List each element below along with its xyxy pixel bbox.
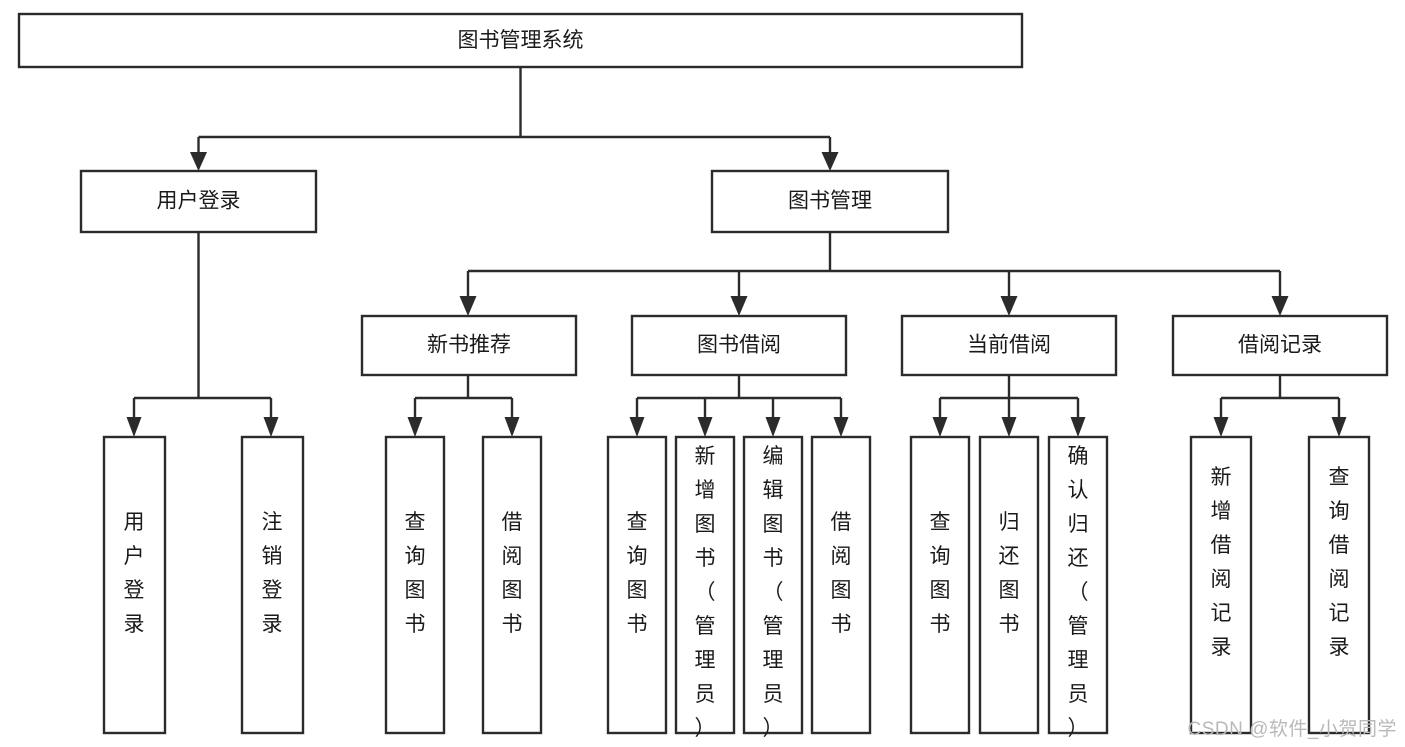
leaf-node-add-book-box[interactable] <box>674 435 736 735</box>
node-borrow-record-box[interactable] <box>1171 314 1389 377</box>
connector-group-current-borrow-leaves <box>932 375 1086 437</box>
leaf-node-query-borrow-record-label: 查询借阅记录 <box>1329 466 1350 659</box>
arrowhead-new-book <box>459 296 477 316</box>
arrowhead-newbook-leaf2 <box>504 417 520 437</box>
arrowhead-newbook-leaf1 <box>407 417 423 437</box>
node-current-borrow-box[interactable] <box>900 314 1118 377</box>
node-borrow-record[interactable]: 借阅记录 <box>1171 314 1389 377</box>
node-book-management[interactable]: 图书管理 <box>710 169 950 234</box>
node-current-borrow-label: 当前借阅 <box>967 334 1051 357</box>
arrowhead-leaf-user-login <box>126 417 142 437</box>
arrowhead-borrowrecord-leaf2 <box>1331 417 1347 437</box>
leaf-node-add-book[interactable]: 新增图书（管理员） <box>674 435 736 740</box>
connector-group-book-borrow-leaves <box>629 375 849 437</box>
leaf-node-query-book-borrow-label: 查询图书 <box>627 511 648 636</box>
leaf-node-query-book-current[interactable]: 查询图书 <box>909 435 971 735</box>
leaf-node-borrow-book[interactable]: 借阅图书 <box>810 435 872 735</box>
leaf-node-query-book-borrow-box[interactable] <box>606 435 668 735</box>
arrowhead-book-mgmt <box>821 152 839 171</box>
arrowhead-currentborrow-leaf3 <box>1070 417 1086 437</box>
leaf-node-logout-box[interactable] <box>240 435 305 735</box>
arrowhead-leaf-logout <box>263 417 279 437</box>
leaf-node-borrow-book-recommend[interactable]: 借阅图书 <box>481 435 543 735</box>
arrowhead-user-login <box>190 152 207 171</box>
leaf-node-query-book-current-box[interactable] <box>909 435 971 735</box>
node-new-book-recommend-label: 新书推荐 <box>427 334 511 357</box>
leaf-node-confirm-return-label: 确认归还（管理员） <box>1068 445 1089 740</box>
connector-group-user-login-leaves <box>126 232 279 437</box>
leaf-node-borrow-book-recommend-box[interactable] <box>481 435 543 735</box>
leaf-node-confirm-return-box[interactable] <box>1047 435 1109 735</box>
node-new-book-recommend[interactable]: 新书推荐 <box>360 314 578 377</box>
node-book-borrow-label: 图书借阅 <box>697 334 781 357</box>
node-user-login[interactable]: 用户登录 <box>79 169 318 234</box>
leaf-node-user-login-label: 用户登录 <box>124 511 145 636</box>
arrowhead-bookborrow-leaf3 <box>765 417 781 437</box>
arrowhead-bookborrow-leaf4 <box>833 417 849 437</box>
leaf-node-add-book-label: 新增图书（管理员） <box>695 445 716 740</box>
connector-group-root <box>190 67 839 171</box>
leaf-node-query-book-recommend-box[interactable] <box>384 435 446 735</box>
node-root-box[interactable] <box>17 12 1024 69</box>
node-book-management-label: 图书管理 <box>788 190 872 213</box>
leaf-node-confirm-return[interactable]: 确认归还（管理员） <box>1047 435 1109 740</box>
node-root-label: 图书管理系统 <box>458 29 584 52</box>
arrowhead-currentborrow-leaf1 <box>932 417 948 437</box>
connector-group-book-mgmt <box>459 232 1289 316</box>
leaf-node-borrow-book-label: 借阅图书 <box>831 511 852 636</box>
leaf-node-edit-book-box[interactable] <box>742 435 804 735</box>
leaf-node-return-book-box[interactable] <box>978 435 1040 735</box>
arrowhead-bookborrow-leaf1 <box>629 417 645 437</box>
node-user-login-box[interactable] <box>79 169 318 234</box>
leaf-node-edit-book[interactable]: 编辑图书（管理员） <box>742 435 804 740</box>
leaf-node-query-borrow-record-box[interactable] <box>1307 435 1371 735</box>
node-book-borrow-box[interactable] <box>630 314 848 377</box>
leaf-node-add-borrow-record[interactable]: 新增借阅记录 <box>1189 435 1253 735</box>
node-current-borrow[interactable]: 当前借阅 <box>900 314 1118 377</box>
connector-group-new-book-leaves <box>407 375 520 437</box>
leaf-node-return-book[interactable]: 归还图书 <box>978 435 1040 735</box>
leaf-node-query-book-current-label: 查询图书 <box>930 511 951 636</box>
leaf-node-query-book-recommend[interactable]: 查询图书 <box>384 435 446 735</box>
leaf-node-add-borrow-record-label: 新增借阅记录 <box>1211 466 1232 659</box>
leaf-node-query-borrow-record[interactable]: 查询借阅记录 <box>1307 435 1371 735</box>
leaf-node-user-login-box[interactable] <box>102 435 167 735</box>
leaf-node-edit-book-label: 编辑图书（管理员） <box>763 445 784 740</box>
leaf-node-logout-label: 注销登录 <box>262 511 283 636</box>
arrowhead-currentborrow-leaf2 <box>1001 417 1017 437</box>
node-user-login-label: 用户登录 <box>157 190 241 213</box>
node-book-borrow[interactable]: 图书借阅 <box>630 314 848 377</box>
leaf-node-query-book-recommend-label: 查询图书 <box>405 511 426 636</box>
node-root[interactable]: 图书管理系统 <box>17 12 1024 69</box>
leaf-node-return-book-label: 归还图书 <box>999 511 1020 636</box>
leaf-node-borrow-book-box[interactable] <box>810 435 872 735</box>
arrowhead-current-borrow <box>1000 296 1018 316</box>
arrowhead-borrow-record <box>1271 296 1289 316</box>
node-book-management-box[interactable] <box>710 169 950 234</box>
leaf-node-logout[interactable]: 注销登录 <box>240 435 305 735</box>
arrowhead-bookborrow-leaf2 <box>697 417 713 437</box>
leaf-node-add-borrow-record-box[interactable] <box>1189 435 1253 735</box>
arrowhead-borrowrecord-leaf1 <box>1213 417 1229 437</box>
arrowhead-book-borrow <box>730 296 748 316</box>
node-new-book-recommend-box[interactable] <box>360 314 578 377</box>
leaf-node-borrow-book-recommend-label: 借阅图书 <box>502 511 523 636</box>
node-borrow-record-label: 借阅记录 <box>1238 334 1322 357</box>
connector-group-borrow-record-leaves <box>1213 375 1347 437</box>
leaf-node-query-book-borrow[interactable]: 查询图书 <box>606 435 668 735</box>
leaf-node-user-login[interactable]: 用户登录 <box>102 435 167 735</box>
